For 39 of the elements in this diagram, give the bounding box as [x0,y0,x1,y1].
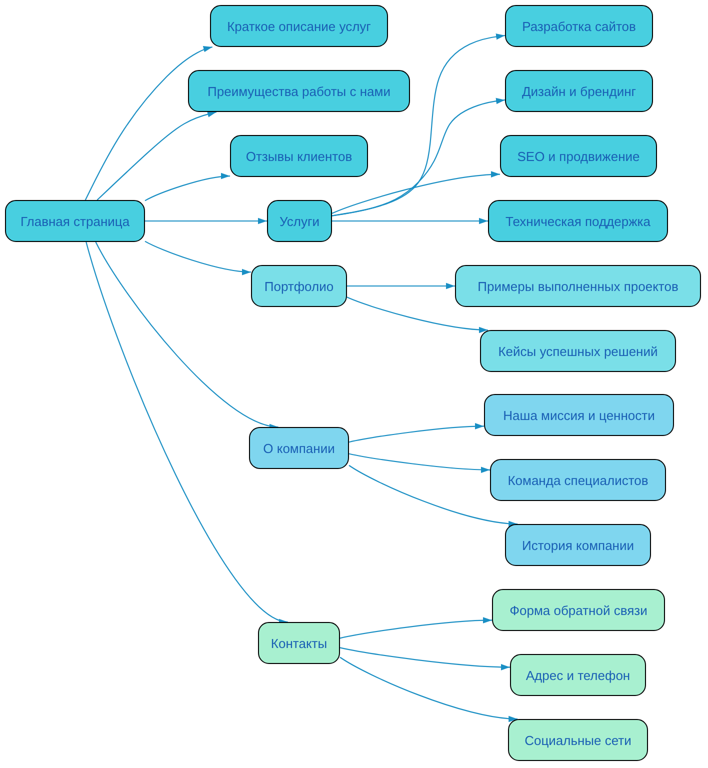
topic-box: Кейсы успешных решений [480,330,676,372]
topic-box: Главная страница [5,200,145,242]
arrow [348,464,518,527]
topic-box: Адрес и телефон [510,654,646,696]
topic-box: Разработка сайтов [505,5,653,47]
topic-box: Техническая поддержка [488,200,668,242]
topic-box: SEO и продвижение [500,135,657,177]
arrow [346,296,488,333]
topic-box: Контакты [258,622,340,664]
arrow [332,98,506,216]
arrow [340,617,492,639]
topic-box: Преимущества работы с нами [188,70,410,112]
topic-box: О компании [249,427,349,469]
topic-box: Примеры выполненных проектов [455,265,701,307]
arrow [144,173,230,202]
arrow [348,423,484,443]
arrow [332,34,506,216]
topic-box: Портфолио [251,265,347,307]
topic-box: Форма обратной связи [492,589,665,631]
arrow [96,111,217,200]
topic-box: Отзывы клиентов [230,135,368,177]
topic-box: Команда специалистов [490,459,666,501]
arrow [332,218,488,224]
arrow [144,240,252,275]
topic-box: История компании [505,524,651,566]
arrow [84,46,212,200]
topic-box: Услуги [267,200,332,242]
arrow [145,218,267,224]
arrow [95,242,278,429]
arrow [332,172,500,214]
arrow [348,453,490,473]
topic-box: Краткое описание услуг [210,5,388,47]
topic-box: Дизайн и брендинг [505,70,653,112]
arrow [347,282,455,290]
arrow [340,656,518,722]
topic-box: Наша миссия и ценности [484,394,674,436]
arrow [340,647,510,670]
arrow [86,242,288,623]
topic-box: Социальные сети [508,719,648,761]
